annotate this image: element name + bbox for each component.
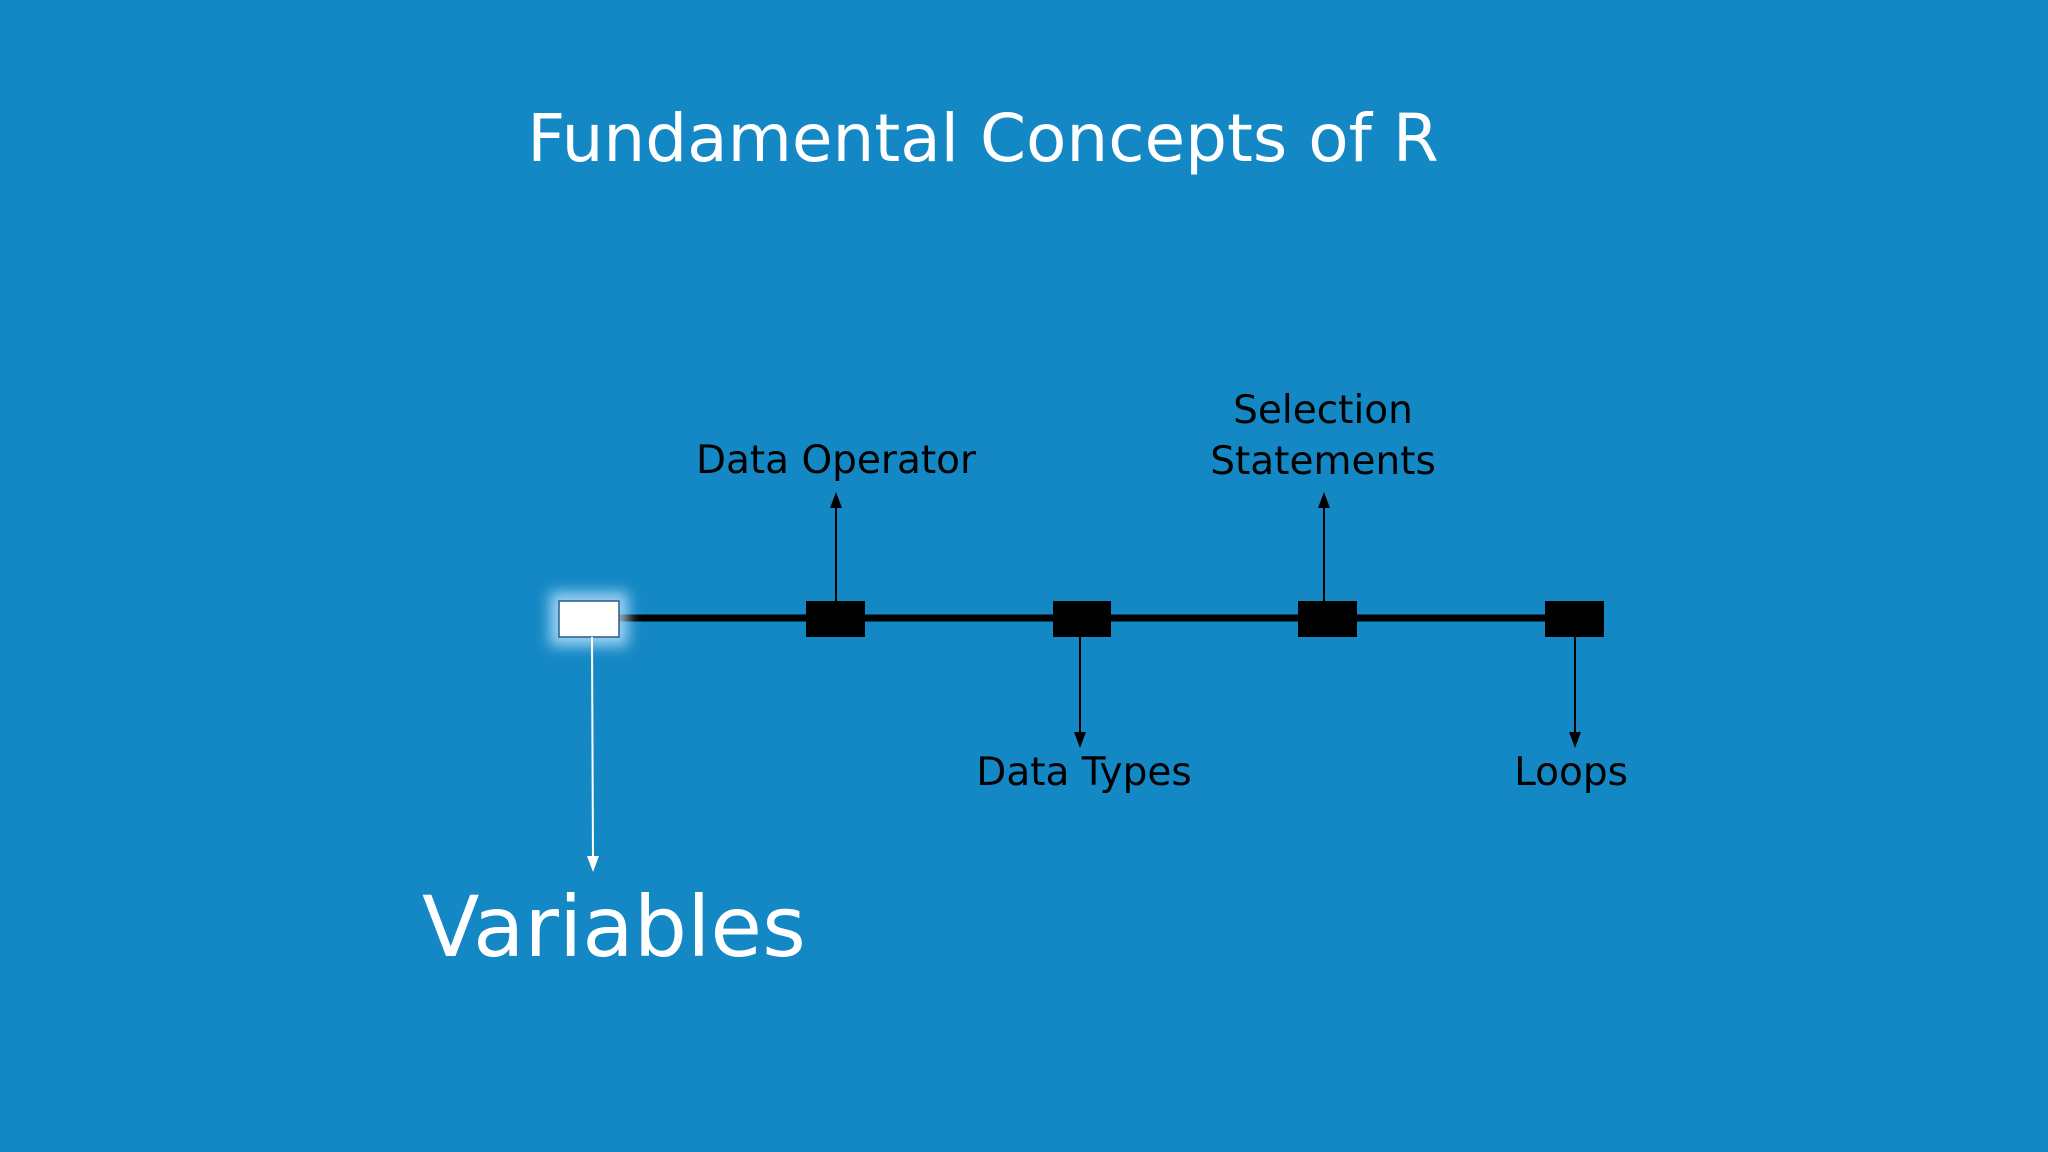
variables-arrow bbox=[586, 636, 599, 872]
loops-label: Loops bbox=[1514, 750, 1628, 795]
variables-label: Variables bbox=[422, 878, 806, 976]
selection-label-line2: Statements bbox=[1210, 439, 1436, 484]
selection-statements-node[interactable] bbox=[1298, 601, 1357, 637]
data-operator-node[interactable] bbox=[806, 601, 865, 637]
loops-node[interactable] bbox=[1545, 601, 1604, 637]
selection-statements-label: Selection Statements bbox=[1210, 385, 1436, 487]
variables-node[interactable] bbox=[558, 600, 620, 638]
data-types-node[interactable] bbox=[1053, 601, 1111, 637]
slide-title: Fundamental Concepts of R bbox=[527, 100, 1439, 177]
selection-label-line1: Selection bbox=[1233, 388, 1413, 433]
data-operator-label: Data Operator bbox=[695, 438, 977, 483]
data-types-label: Data Types bbox=[976, 750, 1192, 795]
